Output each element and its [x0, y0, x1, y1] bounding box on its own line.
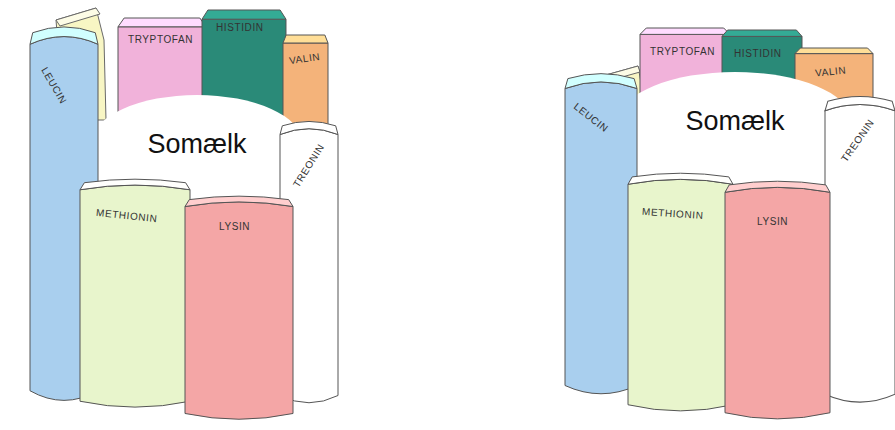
stave-body [725, 187, 830, 419]
blank-stave-top [56, 8, 100, 26]
stave-top [640, 28, 730, 34]
stave-outline [283, 35, 328, 135]
barrel-stave: LYSIN [725, 180, 830, 425]
stave-body [628, 179, 733, 411]
amino-acid-label: HISTIDIN [216, 22, 264, 33]
barrel-stave: LEUCIN [565, 72, 637, 402]
product-name: Somælk [148, 129, 247, 160]
barrel-stave: METHIONIN [628, 172, 733, 417]
milk-surface: Somælk [620, 72, 850, 167]
amino-acid-label: LYSIN [757, 216, 788, 227]
stave-top [722, 30, 802, 36]
amino-acid-label: HISTIDIN [734, 48, 782, 59]
stave-top [725, 181, 830, 192]
amino-acid-label: TRYPTOFAN [650, 46, 715, 57]
product-name: Somælk [686, 106, 785, 137]
stave-top [795, 48, 873, 54]
amino-acid-label: TRYPTOFAN [128, 34, 193, 45]
stave-top [283, 35, 328, 43]
stave-top [825, 97, 895, 111]
stave-body [565, 82, 637, 394]
stave-top [280, 121, 338, 134]
amino-acid-label: LYSIN [219, 221, 250, 232]
stave-body [825, 104, 895, 402]
milk-surface: Somælk [92, 95, 302, 190]
stave-top [118, 18, 206, 27]
barrel-stave: METHIONIN [80, 178, 190, 413]
stave-body [185, 202, 293, 419]
stave-top [202, 10, 286, 19]
stave-top [185, 196, 293, 206]
barrel-stave: VALIN [283, 35, 328, 135]
surface-shape [620, 72, 850, 167]
surface-shape [92, 95, 302, 190]
stave-top [30, 27, 98, 44]
stave-body [80, 185, 190, 407]
stave-top [628, 173, 733, 184]
barrel-stave: LYSIN [185, 195, 293, 425]
barrel-stave: TREONIN [825, 95, 895, 410]
stave-top [565, 74, 637, 89]
stave-top [80, 179, 190, 190]
